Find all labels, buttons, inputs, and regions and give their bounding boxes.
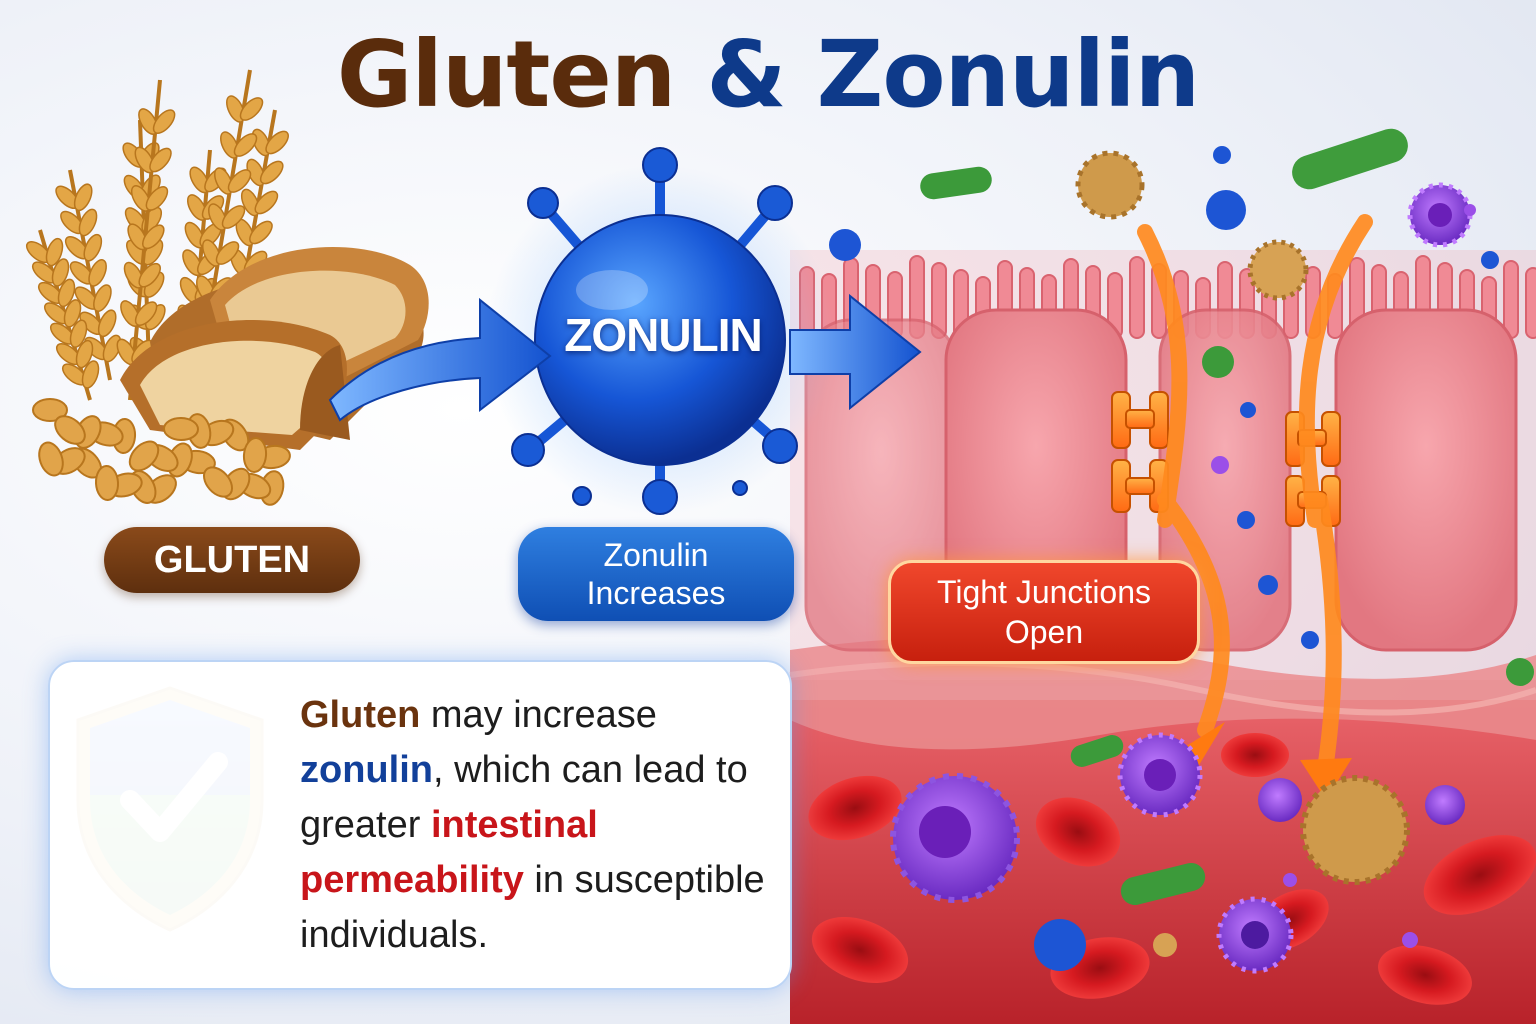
wheat-kernel xyxy=(249,220,273,245)
wheat-kernel xyxy=(134,301,158,326)
intestine-scene xyxy=(789,128,1536,1024)
wheat-kernel xyxy=(73,183,93,212)
wheat-kernel xyxy=(265,130,289,155)
arrow-head xyxy=(1300,758,1352,800)
info-text: Gluten may increase zonulin, which can le… xyxy=(300,688,780,963)
wheat-kernel xyxy=(123,261,144,289)
wheat-kernel xyxy=(152,109,176,134)
microvillus xyxy=(1503,260,1519,339)
zonulin-molecule-icon xyxy=(485,147,835,515)
arrow-right-icon xyxy=(328,297,552,422)
wheat-grain xyxy=(32,398,68,422)
wheat-kernel xyxy=(69,319,88,348)
zonulin-increases-line2: Increases xyxy=(586,575,726,611)
bread-icon xyxy=(120,247,429,450)
wheat-kernel xyxy=(127,223,148,251)
wheat-kernel xyxy=(227,169,252,193)
info-keyword-zonulin: zonulin xyxy=(300,749,433,791)
wheat-kernel xyxy=(254,190,279,215)
wheat-kernel xyxy=(75,339,94,369)
wheat-kernel xyxy=(78,208,98,237)
wheat-kernel xyxy=(145,186,169,211)
tight-junctions-line2: Open xyxy=(1004,614,1084,650)
page-title: Gluten & Zonulin xyxy=(0,20,1536,130)
tight-junctions-label: Tight Junctions Open xyxy=(888,560,1200,664)
wheat-kernel xyxy=(215,241,240,265)
wheat-kernel xyxy=(88,259,107,287)
leak-arrows xyxy=(1137,214,1373,778)
wheat-grain xyxy=(54,415,86,445)
wheat-grain xyxy=(94,465,120,501)
wheat-kernel xyxy=(184,221,205,249)
title-gluten: Gluten xyxy=(336,21,676,128)
wheat-kernel xyxy=(189,166,210,194)
wheat-grain xyxy=(242,437,268,473)
particles xyxy=(829,146,1499,971)
wheat-grain xyxy=(128,440,160,472)
zonulin-increases-line1: Zonulin xyxy=(603,537,709,573)
zonulin-increases-label: Zonulin Increases xyxy=(518,527,794,621)
microvillus xyxy=(1525,267,1536,339)
wheat-kernel xyxy=(239,97,264,121)
title-ampersand: & xyxy=(706,21,786,128)
info-segment: in susceptible individuals. xyxy=(300,859,765,956)
wheat-kernel xyxy=(81,360,100,389)
title-zonulin: Zonulin xyxy=(816,21,1200,128)
info-keyword-permeability: permeability xyxy=(300,859,524,901)
arrow-right-icon xyxy=(789,293,922,411)
gluten-label: GLUTEN xyxy=(104,527,360,593)
wheat-grain xyxy=(163,416,199,442)
wheat-kernel xyxy=(120,300,141,328)
wheat-kernel xyxy=(259,160,284,185)
wheat-grains xyxy=(32,398,291,506)
wheat-kernel xyxy=(142,224,165,250)
epithelial-cell xyxy=(1334,308,1518,652)
bacteria xyxy=(920,128,1534,906)
info-keyword-gluten: Gluten xyxy=(300,694,421,736)
info-segment: , which can lead to greater xyxy=(300,749,748,846)
wheat-kernel xyxy=(51,258,70,287)
wheat-kernel xyxy=(97,309,117,338)
wheat-kernel xyxy=(186,194,208,221)
info-segment: may increase xyxy=(420,694,657,736)
wheat-kernel xyxy=(45,237,64,267)
immune-cells xyxy=(890,150,1473,974)
wheat-kernel xyxy=(130,184,151,212)
zonulin-molecule-label: ZONULIN xyxy=(564,309,762,361)
wheat-kernel xyxy=(138,108,159,136)
wheat-grain xyxy=(38,441,64,477)
wheat-grain xyxy=(202,466,234,498)
wheat-kernel xyxy=(149,147,172,173)
microvillus xyxy=(1129,256,1145,339)
wheat-kernel xyxy=(182,249,203,277)
info-box xyxy=(48,660,792,990)
wheat-kernel xyxy=(63,299,82,328)
tight-junction xyxy=(1111,391,1169,513)
info-keyword-intestinal: intestinal xyxy=(430,804,598,846)
wheat-kernel xyxy=(57,278,76,308)
wheat-kernel xyxy=(83,233,103,262)
wheat-kernel xyxy=(138,262,161,288)
wheat-kernel xyxy=(93,284,112,312)
tight-junctions-line1: Tight Junctions xyxy=(936,574,1152,610)
wheat-kernel xyxy=(233,133,258,157)
wheat-kernel xyxy=(134,146,155,174)
particles-purple xyxy=(1211,204,1476,948)
wheat-kernel xyxy=(221,205,246,229)
